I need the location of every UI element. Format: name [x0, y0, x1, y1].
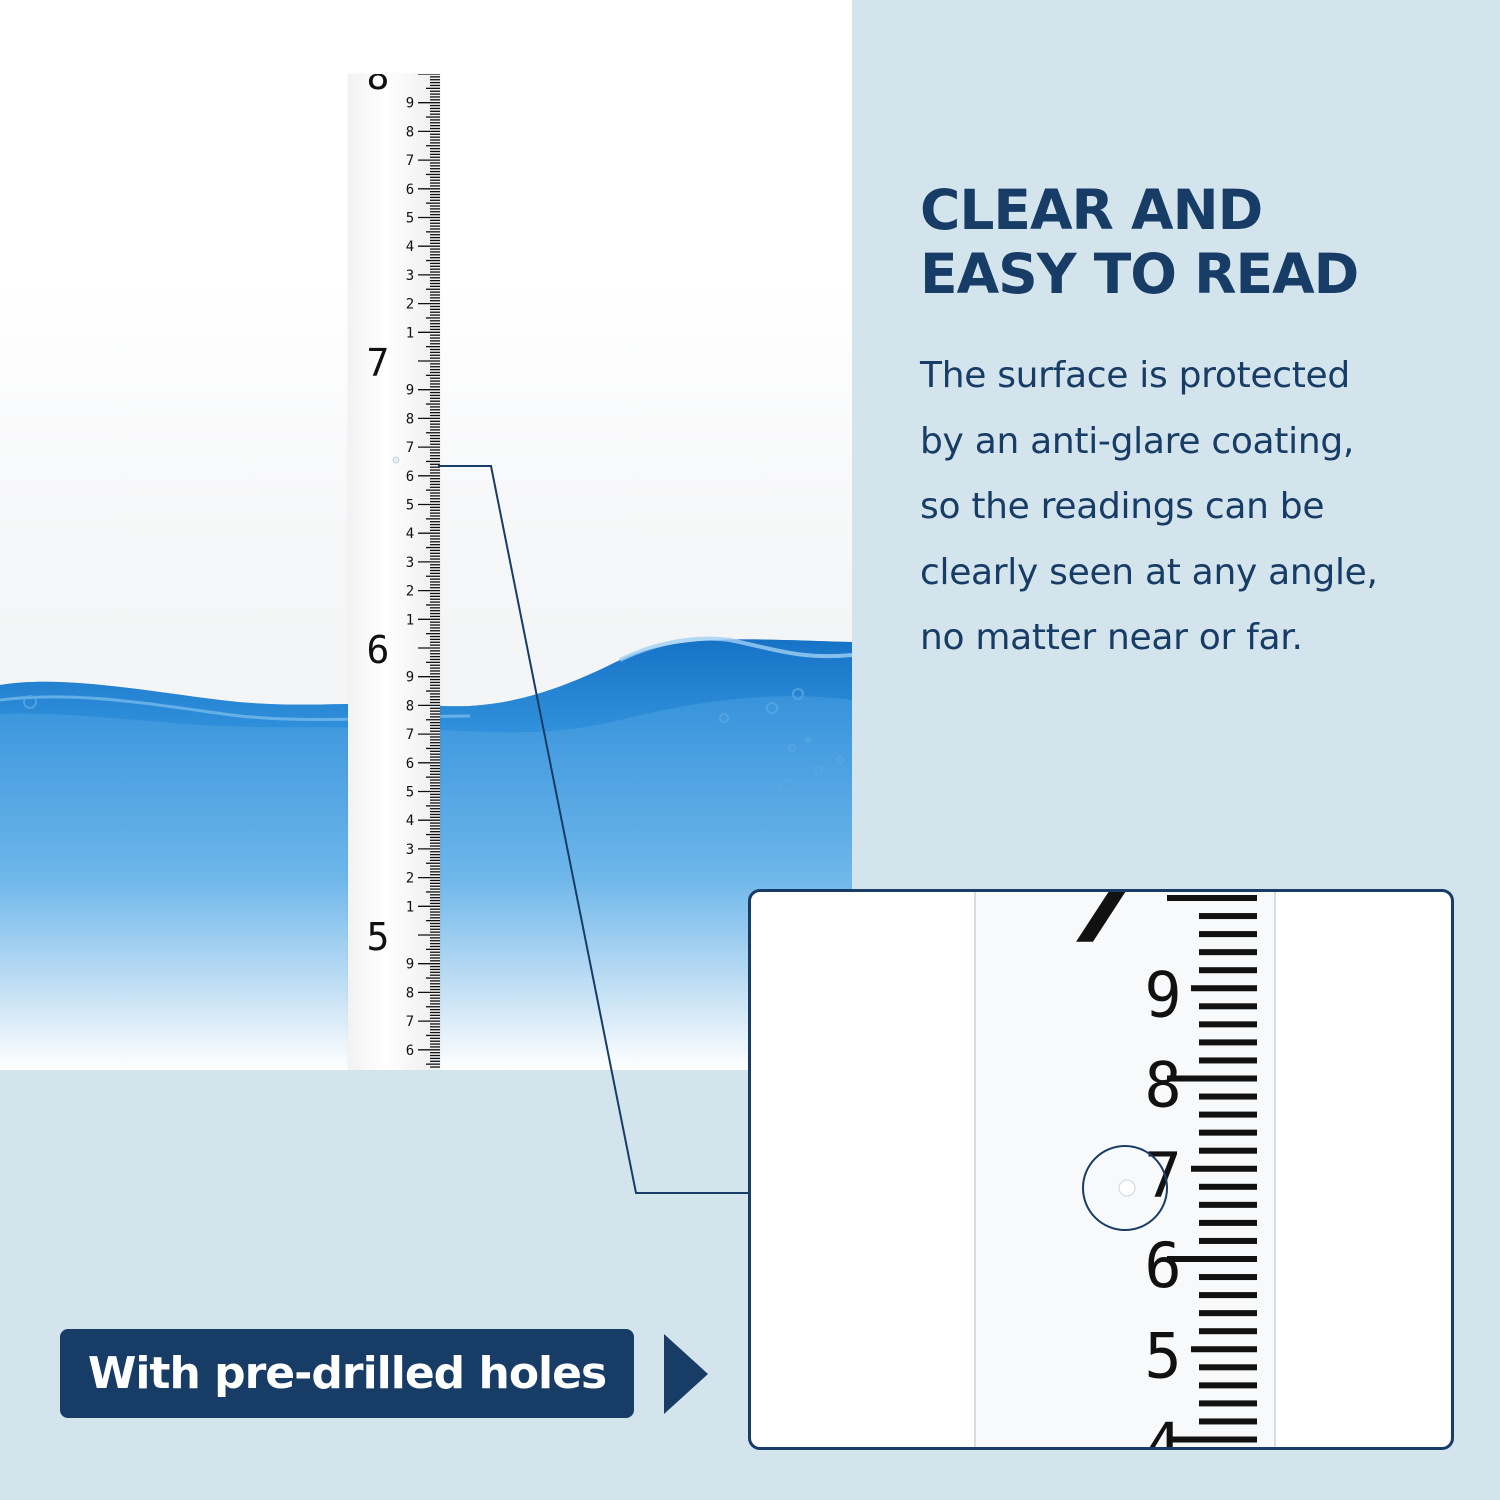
- gauge-minor-label: 8: [406, 411, 414, 427]
- drilled-hole-icon: [392, 456, 400, 464]
- gauge-minor-label: 1: [406, 325, 414, 341]
- pre-drilled-holes-badge: With pre-drilled holes: [60, 1329, 634, 1418]
- gauge-minor-label: 3: [406, 268, 414, 284]
- zoom-digit-label: 9: [1144, 958, 1181, 1031]
- zoom-tick: [1199, 1418, 1257, 1425]
- zoom-tick: [1199, 1400, 1257, 1407]
- zoom-tick: [1191, 985, 1257, 992]
- zoom-major-label: 7: [1069, 892, 1132, 964]
- gauge-minor-label: 4: [406, 239, 414, 255]
- gauge-minor-label: 8: [406, 985, 414, 1001]
- gauge-minor-label: 9: [406, 670, 414, 686]
- zoom-tick: [1191, 1346, 1257, 1353]
- zoom-digit-label: 5: [1144, 1319, 1181, 1392]
- triangle-right-icon: [664, 1334, 708, 1414]
- gauge-minor-label: 7: [406, 440, 414, 456]
- zoom-tick: [1199, 1274, 1257, 1281]
- zoom-tick: [1199, 1111, 1257, 1118]
- zoom-tick: [1167, 1256, 1257, 1262]
- gauge-minor-label: 3: [406, 555, 414, 571]
- zoom-tick: [1199, 1382, 1257, 1389]
- zoom-tick: [1167, 1075, 1257, 1082]
- gauge-minor-label: 6: [406, 469, 414, 485]
- gauge-minor-label: 2: [406, 871, 414, 887]
- zoom-tick: [1199, 931, 1257, 938]
- zoom-tick: [1199, 1201, 1257, 1208]
- zoom-tick: [1199, 1021, 1257, 1028]
- zoom-tick: [1199, 913, 1257, 920]
- zoom-tick: [1167, 895, 1257, 901]
- badge-label: With pre-drilled holes: [87, 1348, 607, 1399]
- gauge-minor-label: 7: [406, 727, 414, 743]
- zoom-tick: [1199, 1237, 1257, 1244]
- gauge-minor-label: 8: [406, 124, 414, 140]
- gauge-minor-label: 7: [406, 153, 414, 169]
- gauge-minor-label: 7: [406, 1014, 414, 1030]
- description-line: The surface is protected: [920, 355, 1350, 396]
- description-text: The surface is protected by an anti-glar…: [920, 343, 1460, 671]
- gauge-minor-label: 5: [406, 211, 414, 227]
- zoom-tick: [1199, 1003, 1257, 1010]
- description-line: by an anti-glare coating,: [920, 420, 1355, 462]
- gauge-minor-label: 1: [406, 899, 414, 915]
- gauge-major-label: 6: [367, 628, 390, 672]
- zoom-tick: [1199, 1057, 1257, 1064]
- zoom-tick: [1199, 1364, 1257, 1371]
- zoom-ticks: [1167, 895, 1257, 1443]
- zoom-tick: [1199, 967, 1257, 974]
- zoom-tick: [1199, 1328, 1257, 1335]
- headline: CLEAR AND EASY TO READ: [920, 178, 1359, 306]
- description-line: no matter near or far.: [920, 617, 1303, 658]
- gauge-minor-label: 2: [406, 297, 414, 313]
- gauge-minor-label: 6: [406, 756, 414, 772]
- headline-line-2: EASY TO READ: [920, 242, 1359, 306]
- zoom-tick: [1199, 1183, 1257, 1190]
- gauge-major-label: 8: [367, 74, 390, 98]
- gauge-minor-label: 4: [406, 813, 414, 829]
- gauge-minor-label: 8: [406, 698, 414, 714]
- zoom-tick: [1199, 1129, 1257, 1136]
- zoom-digit-label: 4: [1144, 1410, 1181, 1448]
- drilled-hole-center: [1118, 1179, 1136, 1197]
- zoom-tick: [1191, 1165, 1257, 1172]
- zoom-tick: [1199, 1292, 1257, 1299]
- drilled-hole-icon: [1082, 1145, 1168, 1231]
- gauge-minor-label: 9: [406, 957, 414, 973]
- gauge-minor-label: 9: [406, 96, 414, 112]
- zoom-tick: [1199, 1093, 1257, 1100]
- gauge-minor-label: 4: [406, 526, 414, 542]
- zoom-digit-label: 6: [1144, 1229, 1181, 1302]
- zoom-tick: [1199, 1219, 1257, 1226]
- gauge-minor-label: 5: [406, 785, 414, 801]
- zoom-digit-label: 8: [1144, 1049, 1181, 1122]
- gauge-ticks: [418, 74, 440, 1068]
- gauge-minor-label: 5: [406, 498, 414, 514]
- gauge-minor-label: 1: [406, 612, 414, 628]
- zoom-tick: [1199, 1039, 1257, 1046]
- zoom-tick: [1167, 1436, 1257, 1443]
- gauge-minor-label: 9: [406, 383, 414, 399]
- gauge-major-label: 7: [367, 341, 390, 385]
- zoom-digit-label: 7: [1144, 1139, 1181, 1212]
- description-line: clearly seen at any angle,: [920, 551, 1378, 593]
- description-line: so the readings can be: [920, 486, 1325, 527]
- gauge-minor-label: 6: [406, 1043, 414, 1059]
- zoom-tick: [1199, 1147, 1257, 1154]
- zoom-tick: [1199, 949, 1257, 956]
- zoom-tick: [1199, 1310, 1257, 1317]
- gauge-minor-label: 2: [406, 584, 414, 600]
- headline-line-1: CLEAR AND: [920, 178, 1263, 242]
- gauge-minor-label: 3: [406, 842, 414, 858]
- gauge-minor-label: 6: [406, 182, 414, 198]
- gauge-major-label: 5: [367, 915, 390, 959]
